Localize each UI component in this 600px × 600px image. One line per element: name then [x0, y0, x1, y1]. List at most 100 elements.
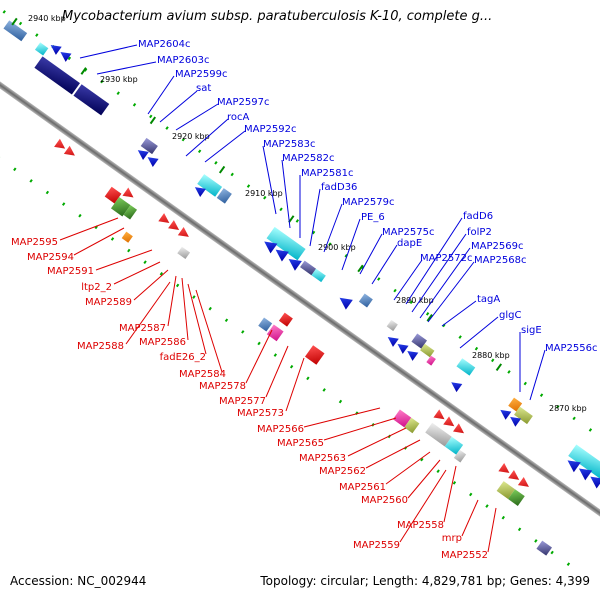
gene-label-forward: dapE [397, 238, 422, 249]
gene-arrow [158, 213, 170, 223]
gene-label-forward: sigE [521, 325, 542, 336]
gene-label-reverse: MAP2566 [257, 424, 304, 435]
gene-label-reverse: MAP2565 [277, 438, 324, 449]
gene-label-reverse: MAP2584 [179, 369, 226, 380]
gene-label-forward: MAP2583c [263, 139, 315, 150]
gene-label-reverse: MAP2578 [199, 381, 246, 392]
gene-MAP2562 [444, 436, 464, 455]
gene-arrow [122, 187, 134, 198]
gene-label-reverse: MAP2594 [27, 252, 74, 263]
gene-label-reverse: fadE26_2 [160, 352, 206, 363]
gene-label-forward: MAP2603c [157, 55, 209, 66]
gene-fadE26_2 [258, 317, 273, 332]
gene-label-reverse: MAP2552 [441, 550, 488, 561]
gene-MAP2563 [425, 422, 452, 447]
gene-label-forward: PE_6 [361, 212, 385, 223]
gene-arrow [194, 187, 206, 198]
gene-arrow [453, 423, 465, 434]
gene-arrow [498, 463, 510, 473]
gene-glgC [508, 397, 523, 412]
gene-label-forward: MAP2572c [420, 253, 472, 264]
gene-label-reverse: MAP2591 [47, 266, 94, 277]
gene-arrow [433, 409, 445, 420]
gene-arrow [443, 416, 455, 427]
gene-label-forward: MAP2579c [342, 197, 394, 208]
gene-arrow [339, 297, 353, 310]
genome-title: Mycobacterium avium subsp. paratuberculo… [62, 9, 493, 24]
reverse-genes [54, 138, 553, 556]
gene-label-reverse: MAP2559 [353, 540, 400, 551]
gene-MAP2591 [123, 205, 138, 220]
gene-label-forward: MAP2581c [301, 168, 353, 179]
scale-label: 2880 kbp [472, 351, 510, 360]
gene-arrow [264, 241, 278, 254]
gene-MAP2594 [110, 196, 131, 217]
gene-MAP2595 [104, 186, 122, 204]
scale-label: 2870 kbp [549, 404, 587, 413]
gene-MAP2592c [266, 226, 306, 261]
gene-MAP2599c [73, 84, 110, 116]
scale-label: 2900 kbp [318, 243, 356, 252]
gene-label-forward: fadD36 [321, 182, 357, 193]
gene-label-reverse: MAP2561 [339, 482, 386, 493]
gene-MAP2589 [177, 246, 191, 260]
reverse-label-group: MAP2595 MAP2594 MAP2591 ltp2_2 MAP2589 M… [11, 217, 497, 561]
gene-arrow [60, 51, 72, 62]
gene-label-forward: MAP2592c [244, 124, 296, 135]
gene-label-reverse: MAP2562 [319, 466, 366, 477]
gene-MAP2597c [140, 137, 158, 155]
scale-label: 2930 kbp [100, 75, 138, 84]
gene-arrow [50, 44, 62, 55]
gene-MAP2581c [311, 268, 326, 283]
gene-MAP2569c [426, 355, 436, 366]
gene-arrow [288, 258, 302, 271]
gene-label-reverse: MAP2586 [139, 337, 186, 348]
genome-map: 2940 kbp 2930 kbp 2920 kbp 2910 kbp 2900… [0, 10, 600, 570]
gene-MAP2583c [300, 260, 317, 276]
gene-arrow [500, 409, 512, 420]
scale-label: 2910 kbp [245, 189, 283, 198]
gene-arrow [147, 157, 159, 167]
gene-label-reverse: MAP2587 [119, 323, 166, 334]
gene-rocA [197, 174, 223, 197]
scale-label: 2940 kbp [28, 14, 66, 23]
gene-label-forward: fadD6 [463, 211, 493, 222]
gene-label-reverse: MAP2595 [11, 237, 58, 248]
gene-label-reverse: MAP2588 [77, 341, 124, 352]
gene-arrow [567, 460, 581, 473]
gene-MAP2559 [508, 489, 525, 506]
gene-MAP2575c [386, 319, 398, 332]
gene-MAP2552 [536, 540, 553, 556]
gene-MAP2603c [34, 56, 80, 95]
gene-label-forward: MAP2575c [382, 227, 434, 238]
scale-label: 2920 kbp [172, 132, 210, 141]
gene-rocA-2 [216, 188, 232, 204]
gene-label-reverse: MAP2563 [299, 453, 346, 464]
gene-label-reverse: MAP2573 [237, 408, 284, 419]
forward-guide-track [2, 10, 600, 478]
gene-label-forward: MAP2597c [217, 97, 269, 108]
gene-ltp2_2 [121, 231, 133, 243]
gene-MAP2556c [568, 444, 600, 480]
gene-arrow [590, 476, 600, 489]
gene-label-reverse: MAP2589 [85, 297, 132, 308]
gene-label-reverse: ltp2_2 [81, 282, 112, 293]
gene-arrow [275, 249, 289, 262]
gene-label-forward: MAP2582c [282, 153, 334, 164]
gene-MAP2604c [3, 20, 28, 42]
gene-label-forward: MAP2569c [471, 241, 523, 252]
gene-arrow [517, 476, 529, 487]
gene-arrow [137, 150, 149, 161]
gene-MAP2566 [392, 409, 412, 428]
gene-MAP2558 [496, 481, 516, 499]
gene-label-reverse: MAP2558 [397, 520, 444, 531]
gene-label-forward: MAP2556c [545, 343, 597, 354]
gene-MAP2565 [404, 417, 420, 434]
gene-label-forward: folP2 [467, 227, 492, 238]
gene-arrow [451, 382, 463, 393]
gene-sigE [514, 406, 533, 425]
gene-label-forward: MAP2599c [175, 69, 227, 80]
gene-sat [34, 42, 49, 56]
gene-tagA [456, 358, 476, 376]
gene-arrow [397, 343, 409, 354]
